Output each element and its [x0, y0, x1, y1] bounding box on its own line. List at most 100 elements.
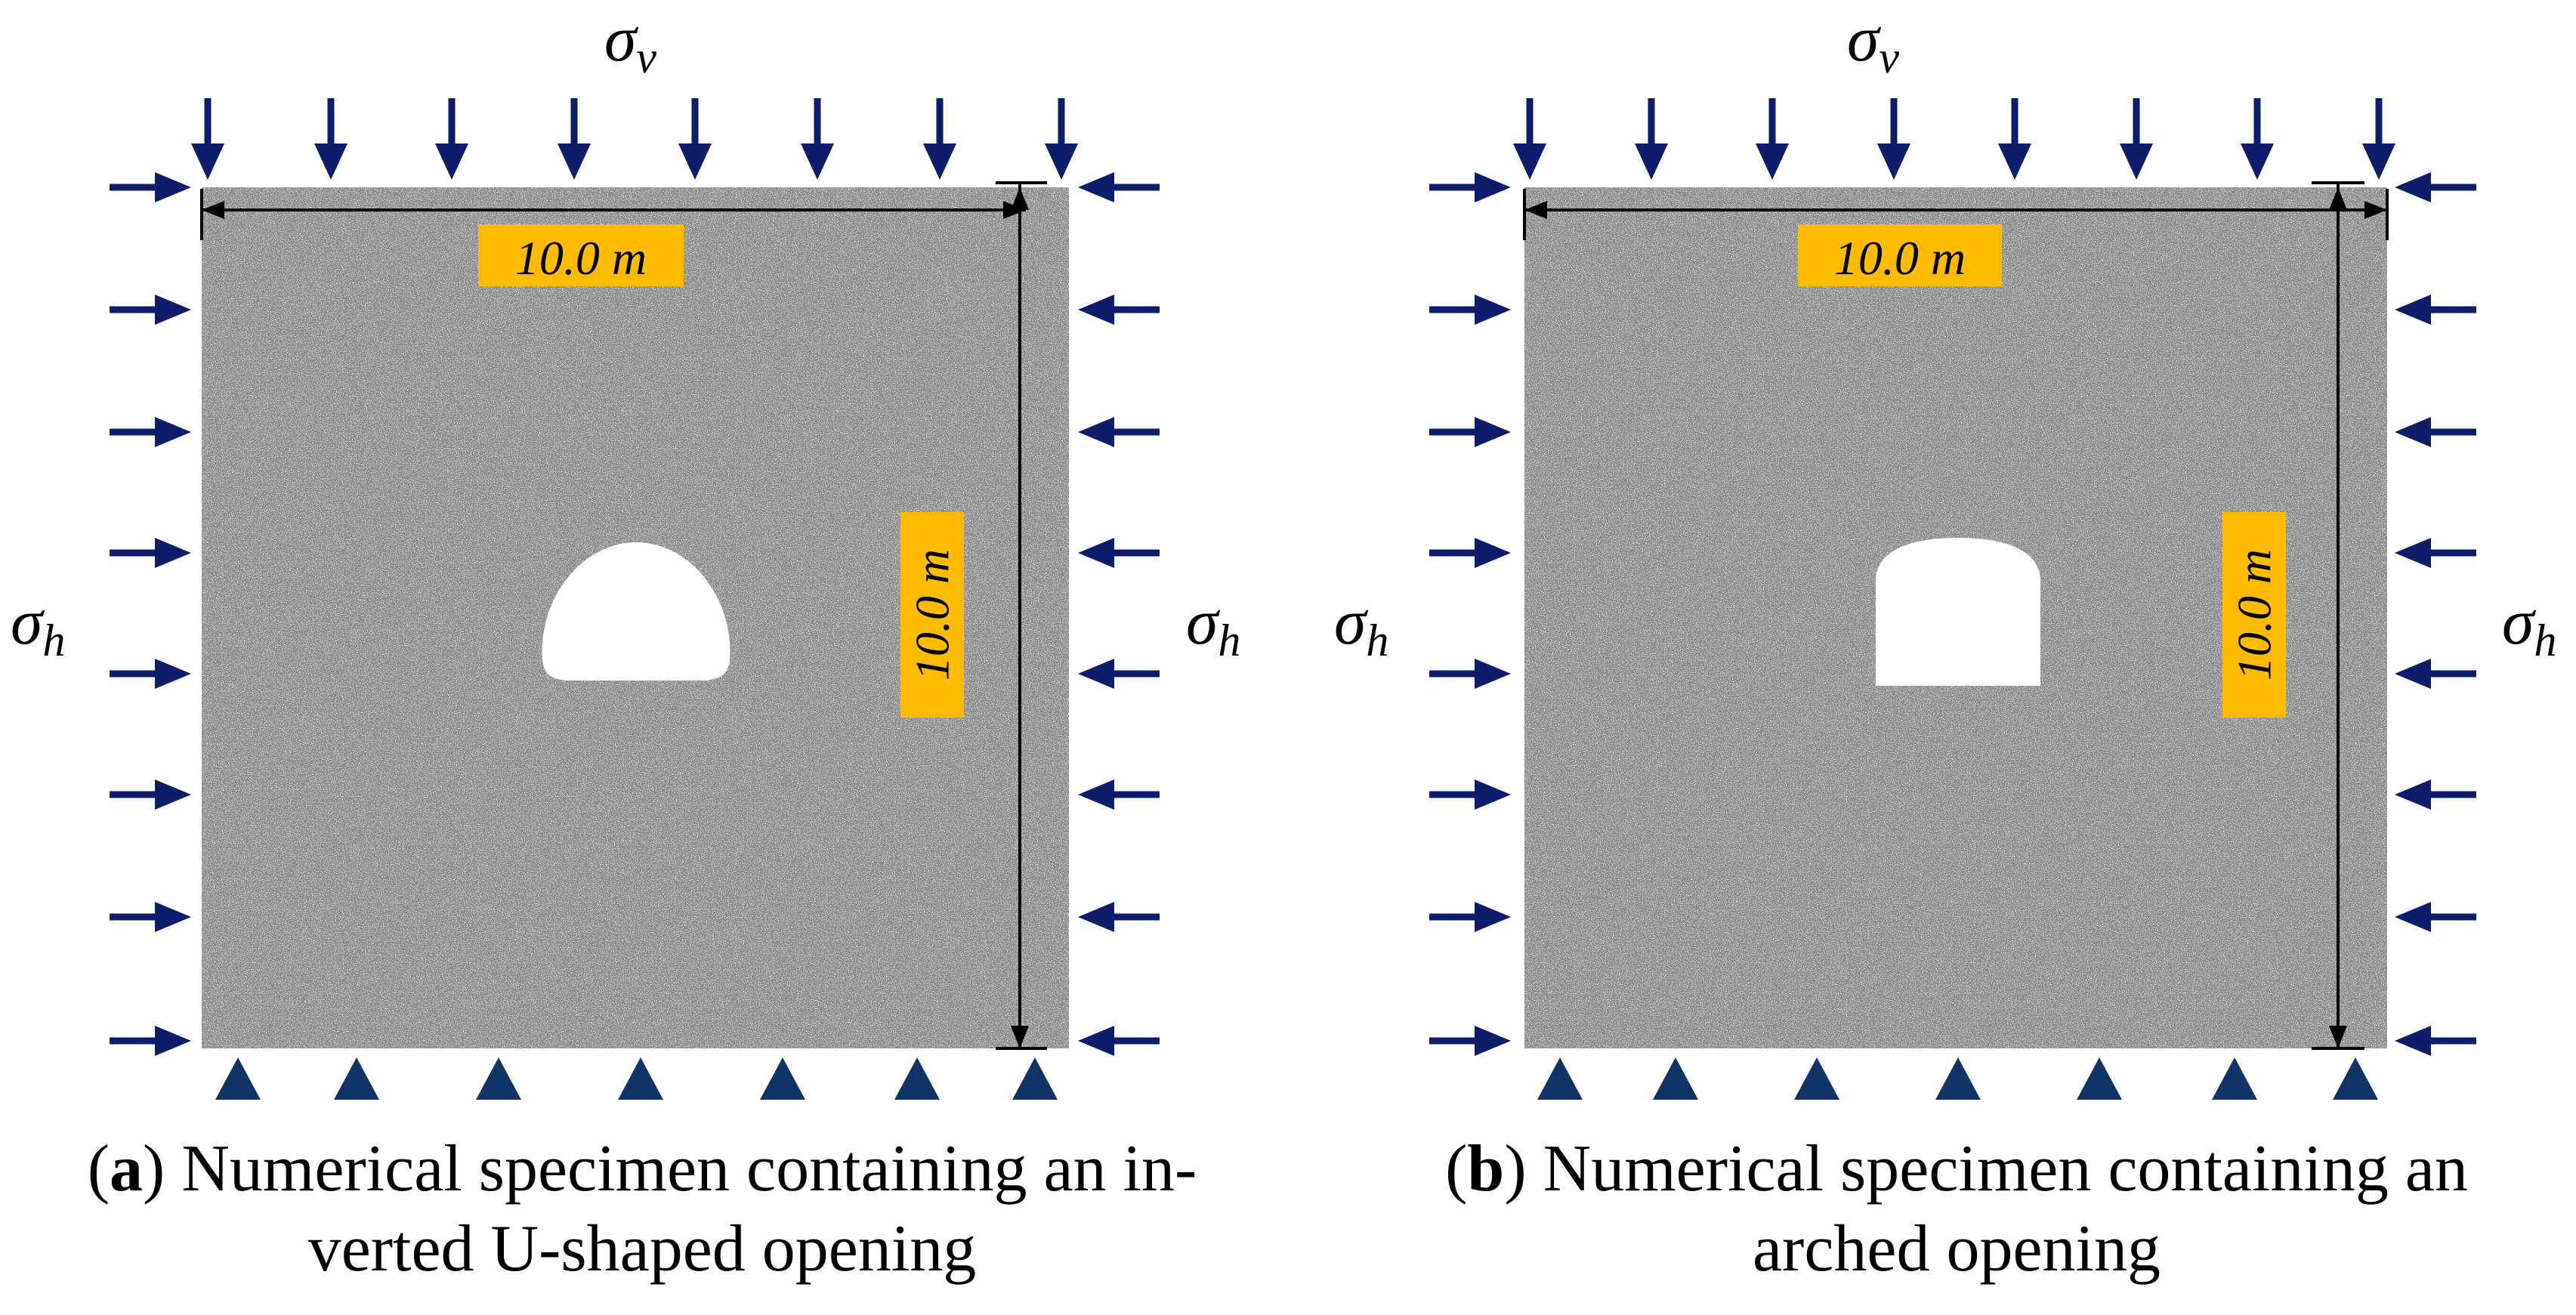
arrow-head	[2241, 144, 2274, 180]
vertical-stress-arrow	[1756, 98, 1789, 180]
arrow-head	[191, 144, 224, 180]
arrow-head	[155, 172, 191, 202]
arrow-head	[1756, 144, 1789, 180]
sigma-v-label: σv	[1847, 2, 1899, 82]
arrow-head	[923, 144, 956, 180]
arrow-head	[155, 1026, 191, 1056]
arrow-head	[1475, 417, 1511, 447]
horizontal-stress-arrow	[1078, 1026, 1160, 1056]
horizontal-stress-arrows-right	[2395, 172, 2476, 1056]
horizontal-stress-arrow	[110, 538, 191, 568]
arrow-head	[1513, 144, 1546, 180]
vertical-stress-arrow	[1513, 98, 1546, 180]
caption-line-1: ) Numerical specimen containing an	[1504, 1132, 2468, 1205]
horizontal-stress-arrow	[1429, 659, 1511, 689]
horizontal-stress-arrow	[1078, 659, 1160, 689]
vertical-stress-arrow	[1998, 98, 2031, 180]
arrow-head	[2395, 779, 2431, 810]
inverted-u-opening	[542, 542, 730, 681]
horizontal-stress-arrow	[110, 779, 191, 810]
arrow-head	[2395, 417, 2431, 447]
caption-line-2: verted U-shaped opening	[307, 1212, 977, 1286]
horizontal-stress-arrow	[2395, 172, 2476, 202]
support-triangle	[1537, 1057, 1583, 1100]
arrow-head	[1475, 1026, 1511, 1056]
arrow-head	[1078, 172, 1114, 202]
horizontal-stress-arrow	[1078, 295, 1160, 325]
height-label: 10.0 m	[2228, 549, 2281, 681]
support-triangle	[1653, 1057, 1698, 1100]
support-triangle	[2077, 1057, 2122, 1100]
vertical-stress-arrow	[923, 98, 956, 180]
vertical-stress-arrow	[558, 98, 591, 180]
horizontal-stress-arrow	[1429, 538, 1511, 568]
support-triangle	[894, 1057, 940, 1100]
horizontal-stress-arrow	[110, 1026, 191, 1056]
support-triangle	[1012, 1057, 1058, 1100]
vertical-stress-arrow	[314, 98, 347, 180]
arrow-head	[155, 538, 191, 568]
arrow-head	[2362, 144, 2395, 180]
vertical-stress-arrow	[1877, 98, 1910, 180]
vertical-stress-arrow	[1045, 98, 1078, 180]
arrow-head	[1078, 417, 1114, 447]
arrow-head	[2395, 295, 2431, 325]
arrow-head	[1475, 659, 1511, 689]
height-label-box	[2222, 512, 2286, 718]
support-triangle	[618, 1057, 663, 1100]
horizontal-stress-arrows-right	[1078, 172, 1160, 1056]
horizontal-stress-arrow	[1429, 779, 1511, 810]
horizontal-stress-arrow	[2395, 295, 2476, 325]
arched-opening	[1876, 538, 2040, 686]
vertical-stress-arrow	[435, 98, 468, 180]
arrow-head	[1078, 902, 1114, 932]
horizontal-stress-arrows-left	[1429, 172, 1511, 1056]
width-label: 10.0 m	[515, 231, 647, 285]
arrow-head	[1045, 144, 1078, 180]
support-triangle	[1935, 1057, 1981, 1100]
arrow-head	[1475, 779, 1511, 810]
horizontal-stress-arrow	[1078, 417, 1160, 447]
caption-line-1: ) Numerical specimen containing an in-	[143, 1132, 1197, 1205]
vertical-stress-arrows	[1513, 98, 2395, 180]
arrow-head	[1078, 538, 1114, 568]
horizontal-stress-arrow	[2395, 1026, 2476, 1056]
horizontal-stress-arrow	[1078, 538, 1160, 568]
arrow-head	[314, 144, 347, 180]
horizontal-stress-arrow	[110, 172, 191, 202]
vertical-stress-arrow	[678, 98, 712, 180]
horizontal-stress-arrow	[1429, 902, 1511, 932]
arrow-head	[155, 779, 191, 810]
support-triangle	[215, 1057, 261, 1100]
horizontal-stress-arrow	[2395, 779, 2476, 810]
arrow-head	[1475, 295, 1511, 325]
caption-a: (a) Numerical specimen containing an in-…	[87, 1132, 1197, 1286]
vertical-stress-arrow	[2120, 98, 2153, 180]
sigma-h-left-label: σh	[11, 585, 65, 665]
arrow-head	[2395, 902, 2431, 932]
vertical-stress-arrow	[2362, 98, 2395, 180]
vertical-stress-arrow	[801, 98, 834, 180]
horizontal-stress-arrow	[1429, 172, 1511, 202]
support-triangle	[1794, 1057, 1839, 1100]
sigma-h-left-label: σh	[1334, 585, 1388, 665]
height-label-box	[900, 512, 964, 718]
vertical-stress-arrows	[191, 98, 1078, 180]
arrow-head	[155, 295, 191, 325]
arrow-head	[1998, 144, 2031, 180]
height-dimension: 10.0 m	[2222, 181, 2364, 1050]
horizontal-stress-arrow	[1078, 779, 1160, 810]
caption-letter: a	[110, 1132, 144, 1205]
sigma-h-right-label: σh	[1186, 585, 1240, 665]
fixed-supports	[1537, 1057, 2378, 1100]
support-triangle	[334, 1057, 379, 1100]
width-label: 10.0 m	[1834, 231, 1966, 285]
horizontal-stress-arrow	[110, 295, 191, 325]
horizontal-stress-arrow	[1429, 295, 1511, 325]
height-dimension: 10.0 m	[900, 181, 1047, 1050]
arrow-head	[1475, 172, 1511, 202]
arrow-head	[155, 902, 191, 932]
arrow-head	[1475, 902, 1511, 932]
arrow-head	[435, 144, 468, 180]
vertical-stress-arrow	[1635, 98, 1668, 180]
